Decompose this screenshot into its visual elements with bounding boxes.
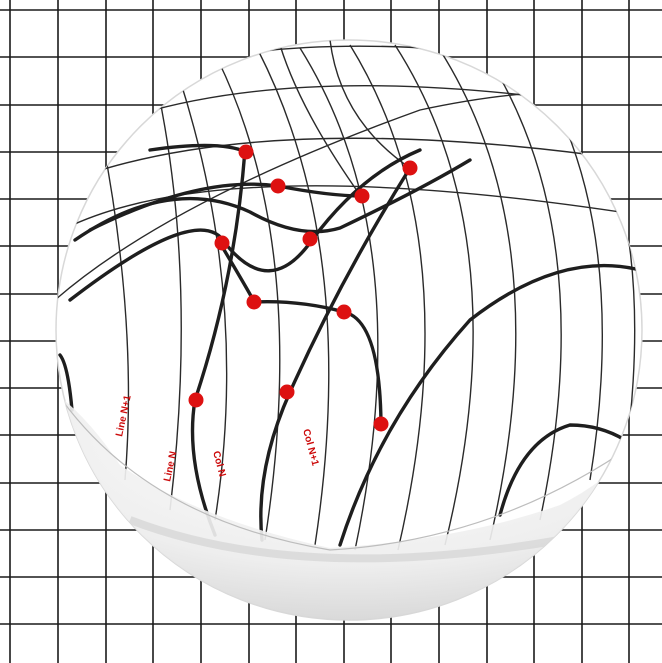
intersection-marker [189,393,204,408]
intersection-marker [303,232,318,247]
intersection-marker [280,385,295,400]
intersection-marker [355,189,370,204]
intersection-marker [374,417,389,432]
intersection-marker [247,295,262,310]
intersection-marker [239,145,254,160]
intersection-marker [403,161,418,176]
intersection-marker [271,179,286,194]
intersection-marker [215,236,230,251]
intersection-marker [337,305,352,320]
